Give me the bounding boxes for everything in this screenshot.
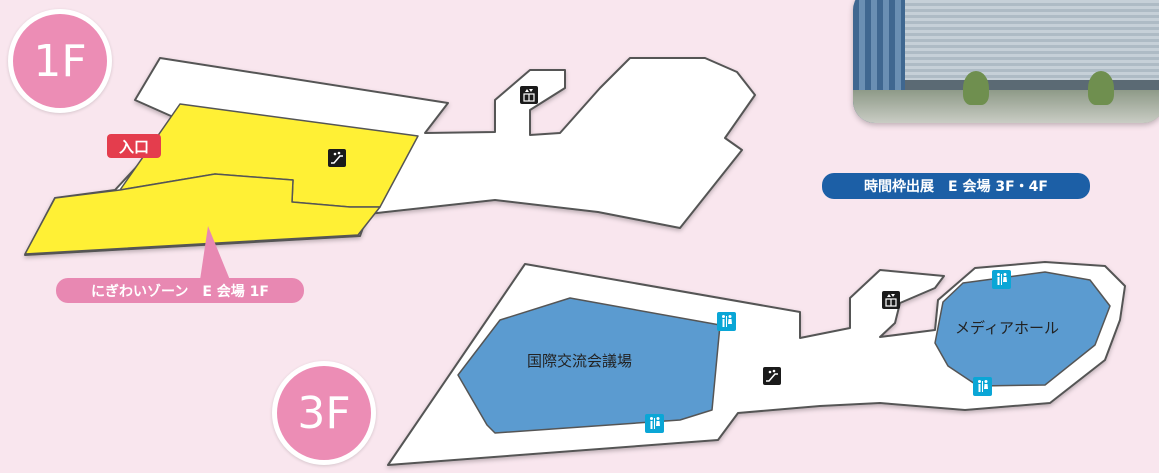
photo-entrance-band [905, 80, 1159, 90]
escalator-icon [328, 149, 346, 167]
floor-badge-3f: 3F [272, 361, 376, 465]
floor-1f-plan [24, 57, 756, 256]
room-international-shape [457, 297, 721, 434]
elevator-icon [520, 86, 538, 104]
timed-exhibit-label: 時間枠出展 E 会場 3F・4F [822, 173, 1090, 199]
photo-tree [1088, 71, 1114, 105]
zone-label: にぎわいゾーン E 会場 1F [56, 278, 304, 303]
restroom-icon [717, 312, 736, 331]
elevator-icon [882, 291, 900, 309]
restroom-icon [992, 270, 1011, 289]
zone-pill-pointer [200, 226, 230, 280]
room-label-media: メディアホール [955, 319, 1059, 337]
restroom-icon [973, 377, 992, 396]
venue-photo [853, 0, 1159, 123]
highlight-zone-1f-lower [24, 173, 381, 255]
floor-badge-1f: 1F [8, 9, 112, 113]
restroom-icon [645, 414, 664, 433]
photo-tree [963, 71, 989, 105]
room-media-shape [934, 271, 1111, 387]
entrance-label: 入口 [107, 134, 161, 158]
escalator-icon [763, 367, 781, 385]
photo-facade [905, 0, 1159, 80]
floor-3f-plan [387, 261, 1126, 466]
room-label-international: 国際交流会議場 [527, 352, 633, 370]
